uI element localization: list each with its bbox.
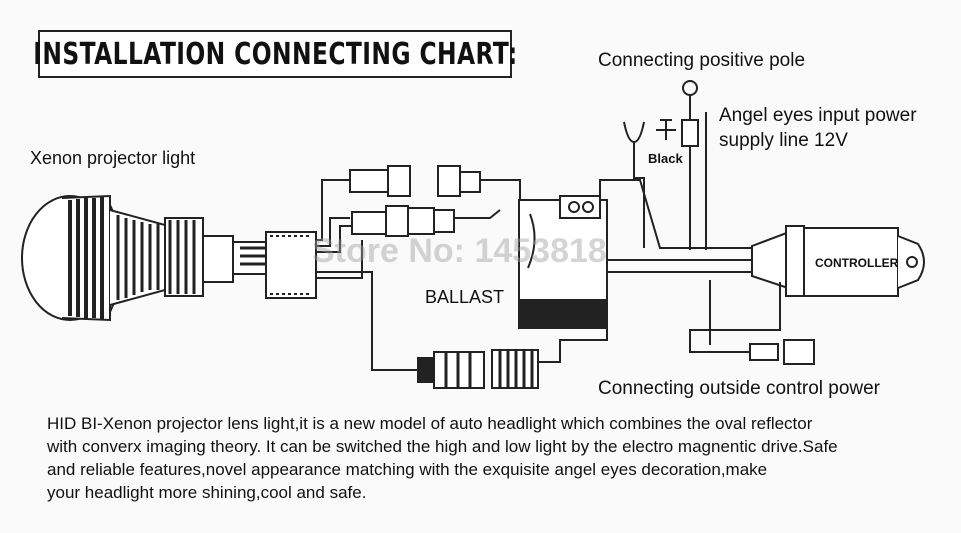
splitter-block xyxy=(265,231,317,299)
angel-eyes-label: Angel eyes input power supply line 12V xyxy=(719,103,917,153)
description-line: HID BI-Xenon projector lens light,it is … xyxy=(47,414,813,433)
controller-label: CONTROLLER xyxy=(815,256,899,270)
ballast xyxy=(518,195,608,329)
description-line: and reliable features,novel appearance m… xyxy=(47,460,768,479)
description-paragraph: HID BI-Xenon projector lens light,it is … xyxy=(47,412,952,504)
chart-title-box: INSTALLATION CONNECTING CHART: xyxy=(33,30,517,78)
xenon-projector xyxy=(21,194,274,322)
positive-pole-label: Connecting positive pole xyxy=(598,50,806,71)
outside-power-label: Connecting outside control power xyxy=(598,378,881,399)
angel-eyes-label-line1: Angel eyes input power xyxy=(719,105,917,126)
angel-eyes-label-line2: supply line 12V xyxy=(719,130,848,151)
description-line: with converx imaging theory. It can be s… xyxy=(47,437,838,456)
controller xyxy=(751,225,925,297)
black-wire-label: Black xyxy=(648,151,683,166)
store-watermark: Store No: 1453818 xyxy=(312,232,607,270)
xenon-label: Xenon projector light xyxy=(30,148,196,168)
description-line: your headlight more shining,cool and saf… xyxy=(47,483,367,502)
chart-title: INSTALLATION CONNECTING CHART: xyxy=(32,36,518,72)
ballast-label: BALLAST xyxy=(425,287,505,307)
